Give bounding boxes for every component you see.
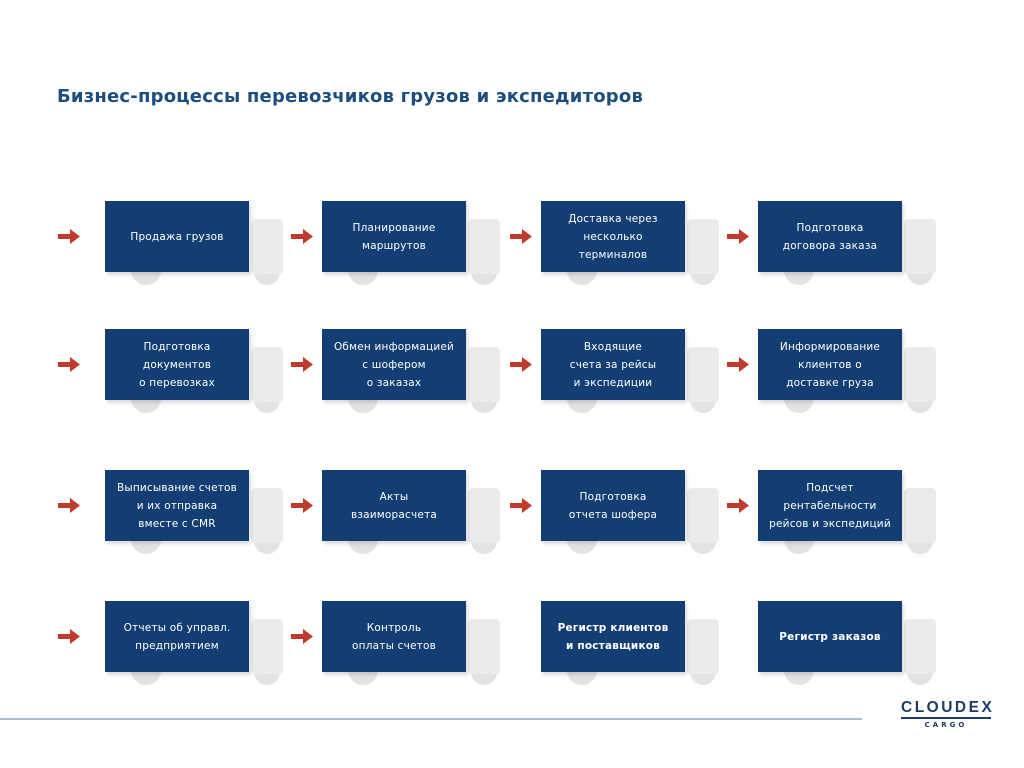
- process-truck: Подготовка документов о перевозках: [58, 329, 285, 415]
- flow-arrow-icon: [291, 629, 313, 644]
- flow-arrow-icon: [510, 229, 532, 244]
- process-truck: Продажа грузов: [58, 201, 285, 287]
- process-truck: Регистр заказов: [758, 601, 938, 687]
- process-box: Подготовка договора заказа: [758, 201, 902, 272]
- flow-arrow-icon: [58, 229, 80, 244]
- process-box: Информирование клиентов о доставке груза: [758, 329, 902, 400]
- flow-arrow-icon: [58, 629, 80, 644]
- process-box: Входящие счета за рейсы и экспедиции: [541, 329, 685, 400]
- process-box: Регистр заказов: [758, 601, 902, 672]
- truck-cab-icon: [468, 488, 500, 543]
- truck-cab-icon: [251, 347, 283, 402]
- flow-arrow-icon: [510, 357, 532, 372]
- process-truck: Входящие счета за рейсы и экспедиции: [510, 329, 721, 415]
- process-box-label: Контроль оплаты счетов: [352, 621, 436, 652]
- truck-cab-icon: [904, 347, 936, 402]
- truck-cab-icon: [468, 619, 500, 674]
- process-box: Доставка через несколько терминалов: [541, 201, 685, 272]
- truck-cab-icon: [904, 488, 936, 543]
- footer-divider: [0, 718, 862, 720]
- process-truck: Подготовка отчета шофера: [510, 470, 721, 556]
- process-box: Подготовка отчета шофера: [541, 470, 685, 541]
- cloudex-logo: CLOUDEX CARGO: [901, 699, 995, 729]
- process-truck: Выписывание счетов и их отправка вместе …: [58, 470, 285, 556]
- process-box-label: Подготовка договора заказа: [782, 221, 878, 252]
- truck-cab-icon: [687, 619, 719, 674]
- process-box-label: Регистр заказов: [779, 630, 881, 643]
- process-truck: Регистр клиентов и поставщиков: [541, 601, 721, 687]
- process-truck: Подсчет рентабельности рейсов и экспедиц…: [727, 470, 938, 556]
- process-truck: Информирование клиентов о доставке груза: [727, 329, 938, 415]
- process-box-label: Регистр клиентов и поставщиков: [557, 621, 669, 652]
- page-title: Бизнес-процессы перевозчиков грузов и эк…: [57, 86, 644, 107]
- process-box-label: Информирование клиентов о доставке груза: [779, 340, 881, 389]
- truck-cab-icon: [251, 619, 283, 674]
- truck-cab-icon: [904, 619, 936, 674]
- process-box-label: Выписывание счетов и их отправка вместе …: [116, 481, 238, 530]
- process-box-label: Доставка через несколько терминалов: [568, 212, 658, 261]
- process-box-label: Продажа грузов: [130, 230, 224, 243]
- truck-cab-icon: [687, 347, 719, 402]
- process-box-label: Подсчет рентабельности рейсов и экспедиц…: [769, 481, 891, 530]
- process-box: Контроль оплаты счетов: [322, 601, 466, 672]
- process-box: Продажа грузов: [105, 201, 249, 272]
- process-box: Акты взаиморасчета: [322, 470, 466, 541]
- flow-arrow-icon: [510, 498, 532, 513]
- process-box-label: Акты взаиморасчета: [350, 490, 438, 521]
- truck-cab-icon: [468, 219, 500, 274]
- process-box: Подсчет рентабельности рейсов и экспедиц…: [758, 470, 902, 541]
- process-truck: Контроль оплаты счетов: [291, 601, 502, 687]
- logo-subtitle: CARGO: [924, 721, 968, 729]
- truck-cab-icon: [251, 488, 283, 543]
- logo-wordmark: CLOUDEX: [901, 699, 995, 716]
- flow-arrow-icon: [291, 357, 313, 372]
- process-box-label: Отчеты об управл. предприятием: [123, 621, 231, 652]
- truck-cab-icon: [687, 219, 719, 274]
- process-box-label: Обмен информацией с шофером о заказах: [333, 340, 455, 389]
- process-box-label: Планирование маршрутов: [352, 221, 436, 252]
- truck-cab-icon: [468, 347, 500, 402]
- process-truck: Доставка через несколько терминалов: [510, 201, 721, 287]
- process-box: Отчеты об управл. предприятием: [105, 601, 249, 672]
- flow-arrow-icon: [58, 357, 80, 372]
- process-box: Выписывание счетов и их отправка вместе …: [105, 470, 249, 541]
- truck-cab-icon: [687, 488, 719, 543]
- process-truck: Подготовка договора заказа: [727, 201, 938, 287]
- logo-divider: [901, 717, 991, 719]
- process-truck: Отчеты об управл. предприятием: [58, 601, 285, 687]
- process-truck: Планирование маршрутов: [291, 201, 502, 287]
- process-truck: Обмен информацией с шофером о заказах: [291, 329, 502, 415]
- flow-arrow-icon: [58, 498, 80, 513]
- process-box-label: Подготовка документов о перевозках: [139, 340, 215, 389]
- process-box: Подготовка документов о перевозках: [105, 329, 249, 400]
- flow-arrow-icon: [291, 229, 313, 244]
- process-truck: Акты взаиморасчета: [291, 470, 502, 556]
- process-box: Регистр клиентов и поставщиков: [541, 601, 685, 672]
- process-box: Обмен информацией с шофером о заказах: [322, 329, 466, 400]
- process-box-label: Подготовка отчета шофера: [568, 490, 658, 521]
- truck-cab-icon: [251, 219, 283, 274]
- flow-arrow-icon: [727, 229, 749, 244]
- process-box: Планирование маршрутов: [322, 201, 466, 272]
- flow-arrow-icon: [291, 498, 313, 513]
- process-box-label: Входящие счета за рейсы и экспедиции: [569, 340, 657, 389]
- flow-arrow-icon: [727, 357, 749, 372]
- truck-cab-icon: [904, 219, 936, 274]
- flow-arrow-icon: [727, 498, 749, 513]
